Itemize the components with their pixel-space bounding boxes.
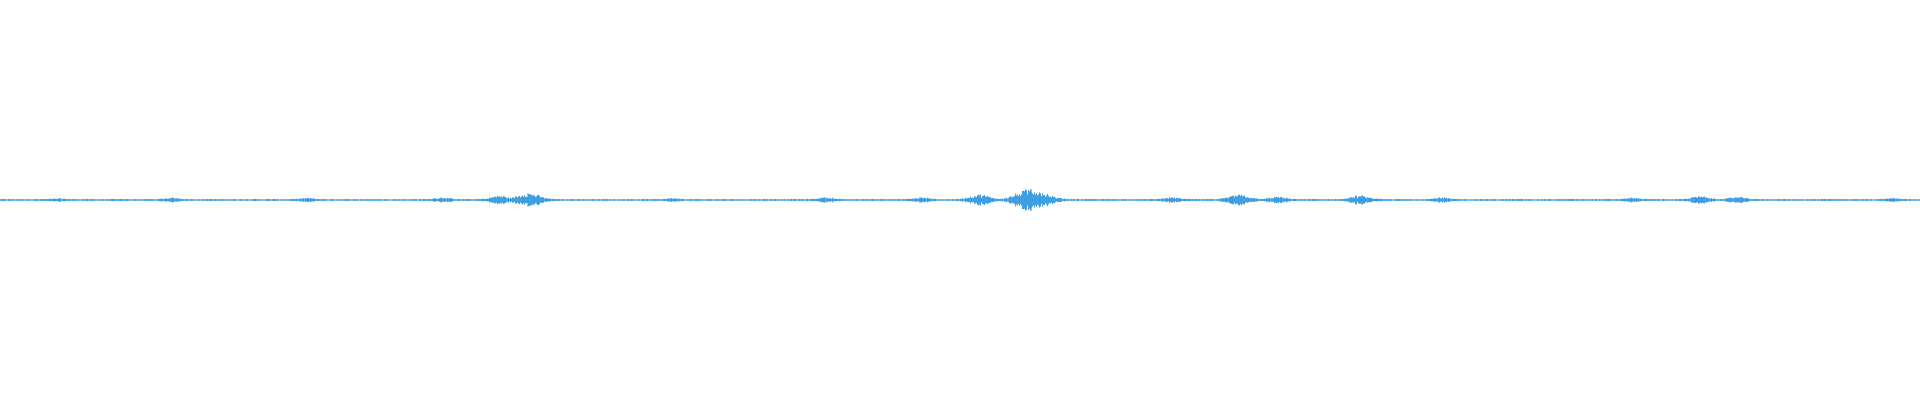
waveform-samples <box>0 189 1920 211</box>
waveform-trace <box>0 189 1920 211</box>
